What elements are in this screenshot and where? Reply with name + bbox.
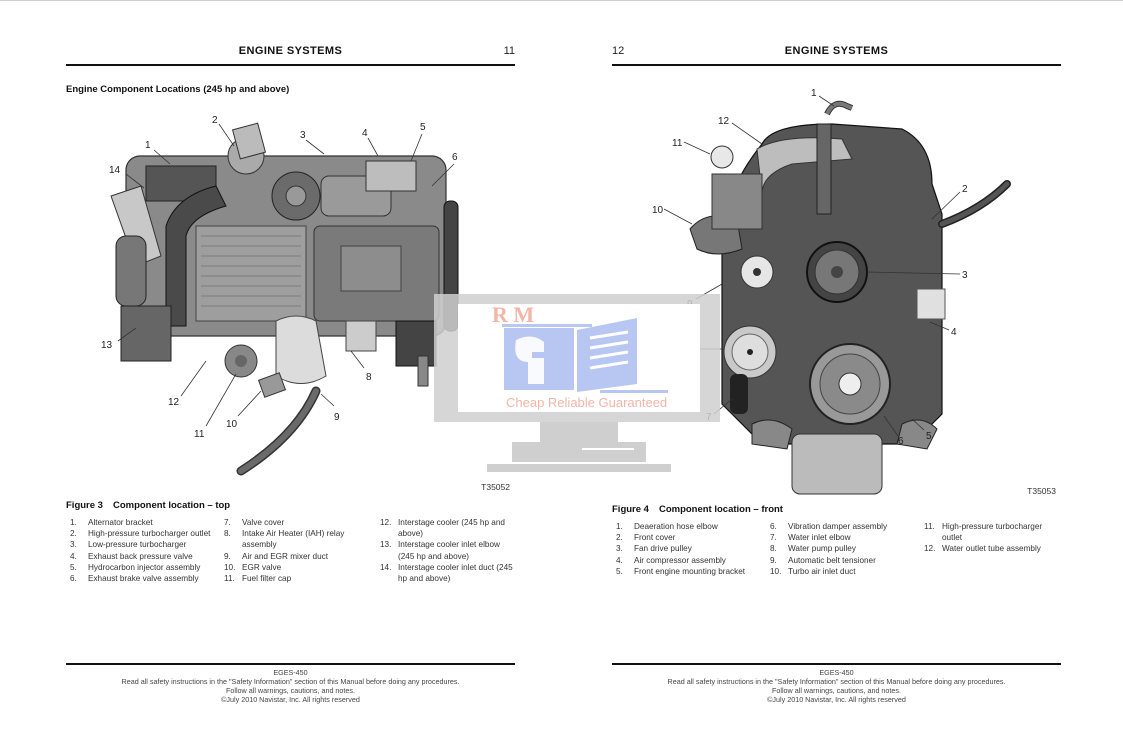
callout-2: 2 xyxy=(212,115,218,126)
callout-6: 6 xyxy=(452,152,458,163)
legend-item: 4.Air compressor assembly xyxy=(616,555,726,565)
legend-item: 6.Exhaust brake valve assembly xyxy=(70,574,199,584)
callout-11: 11 xyxy=(672,138,683,149)
figure-id: T35052 xyxy=(481,482,510,492)
callout-12: 12 xyxy=(168,397,180,408)
safety-notice: Read all safety instructions in the "Saf… xyxy=(121,677,460,686)
legend-item: 11.Fuel filter cap xyxy=(224,574,292,584)
callout-7: 7 xyxy=(470,327,476,338)
callout-1: 1 xyxy=(145,140,151,151)
page-number: 12 xyxy=(612,45,625,57)
viewer-top-border xyxy=(0,0,1123,1)
legend-item: 3.Fan drive pulley xyxy=(616,544,692,554)
callout-10: 10 xyxy=(226,419,238,430)
callout-5: 5 xyxy=(926,431,932,442)
legend-item: 13.Interstage cooler inlet elbow (245 hp… xyxy=(380,540,500,561)
callout-7: 7 xyxy=(706,412,712,423)
legend-column-3: 11.High-pressure turbocharger outlet 12.… xyxy=(920,521,1060,555)
doc-code: EGES-450 xyxy=(273,668,308,677)
footer-rule xyxy=(612,663,1061,665)
page-number: 11 xyxy=(503,45,515,57)
engine-drawing xyxy=(110,122,459,476)
warnings-notice: Follow all warnings, cautions, and notes… xyxy=(771,686,902,695)
page-header: ENGINE SYSTEMS 11 xyxy=(66,45,515,61)
legend-item: 14.Interstage cooler inlet duct (245 hp … xyxy=(380,562,513,584)
legend-item: 7.Valve cover xyxy=(224,518,285,527)
section-title: Engine Component Locations (245 hp and a… xyxy=(66,84,290,95)
callout-2: 2 xyxy=(962,184,968,195)
callout-4: 4 xyxy=(362,128,368,139)
legend-column-3: 12.Interstage cooler (245 hp and above) … xyxy=(376,517,516,584)
legend-item: 5.Hydrocarbon injector assembly xyxy=(70,562,201,572)
legend-column-2: 7.Valve cover 8.Intake Air Heater (IAH) … xyxy=(220,517,370,584)
callout-6: 6 xyxy=(898,436,904,447)
callout-13: 13 xyxy=(101,340,113,351)
header-title: ENGINE SYSTEMS xyxy=(238,45,343,57)
figure-title: Component location – top xyxy=(112,500,231,511)
figure-caption: Figure 3 Component location – top xyxy=(66,500,230,511)
safety-notice: Read all safety instructions in the "Saf… xyxy=(667,677,1006,686)
header-title: ENGINE SYSTEMS xyxy=(784,45,889,57)
engine-front-view-figure: 1 2 3 4 5 6 7 8 9 10 11 12 xyxy=(612,84,1061,499)
legend-item: 12.Interstage cooler (245 hp and above) xyxy=(380,518,505,539)
callout-9: 9 xyxy=(334,412,340,423)
copyright: ©July 2010 Navistar, Inc. All rights res… xyxy=(221,695,360,704)
legend-item: 1.Deaeration hose elbow xyxy=(616,522,718,531)
legend-item: 7.Water inlet elbow xyxy=(770,533,851,543)
legend-item: 2.High-pressure turbocharger outlet xyxy=(70,529,211,539)
callout-3: 3 xyxy=(962,270,968,281)
header-rule xyxy=(612,64,1061,66)
engine-front-illustration: 1 2 3 4 5 6 7 8 9 10 11 12 xyxy=(652,88,1011,495)
copyright: ©July 2010 Navistar, Inc. All rights res… xyxy=(767,695,906,704)
figure-title: Component location – front xyxy=(658,504,783,515)
legend-column-2: 6.Vibration damper assembly 7.Water inle… xyxy=(766,521,916,577)
callout-11: 11 xyxy=(194,429,205,440)
page-footer: EGES-450 Read all safety instructions in… xyxy=(612,663,1061,704)
legend-item: 9.Automatic belt tensioner xyxy=(770,555,876,565)
callout-8: 8 xyxy=(366,372,372,383)
callout-4: 4 xyxy=(951,327,957,338)
page-12: ENGINE SYSTEMS 12 xyxy=(612,0,1061,729)
page-header: ENGINE SYSTEMS 12 xyxy=(612,45,1061,61)
legend-item: 5.Front engine mounting bracket xyxy=(616,566,746,576)
callout-1: 1 xyxy=(811,88,817,99)
engine-drawing xyxy=(689,100,1011,495)
page-footer: EGES-450 Read all safety instructions in… xyxy=(66,663,515,704)
legend-item: 1.Alternator bracket xyxy=(70,518,153,527)
legend-item: 10.Turbo air inlet duct xyxy=(770,566,856,576)
legend-item: 8.Water pump pulley xyxy=(770,544,856,554)
figure-id: T35053 xyxy=(1027,486,1056,496)
callout-14: 14 xyxy=(109,165,121,176)
legend-item: 12.Water outlet tube assembly xyxy=(924,544,1041,554)
footer-rule xyxy=(66,663,515,665)
legend-item: 6.Vibration damper assembly xyxy=(770,522,888,531)
callout-8: 8 xyxy=(685,345,691,356)
legend-item: 2.Front cover xyxy=(616,533,676,543)
legend-item: 11.High-pressure turbocharger outlet xyxy=(924,522,1043,543)
header-rule xyxy=(66,64,515,66)
legend-item: 3.Low-pressure turbocharger xyxy=(70,540,187,550)
warnings-notice: Follow all warnings, cautions, and notes… xyxy=(225,686,356,695)
figure-label: Figure 4 xyxy=(612,504,649,515)
legend-item: 10.EGR valve xyxy=(224,562,282,572)
callout-3: 3 xyxy=(300,130,306,141)
legend-item: 8.Intake Air Heater (IAH) relay assembly xyxy=(224,529,345,550)
callout-9: 9 xyxy=(687,299,693,310)
callout-5: 5 xyxy=(420,122,426,133)
figure-caption: Figure 4 Component location – front xyxy=(612,504,783,515)
legend-column-1: 1.Alternator bracket 2.High-pressure tur… xyxy=(66,517,216,584)
legend-item: 4.Exhaust back pressure valve xyxy=(70,551,193,561)
engine-top-illustration: 1 2 3 4 5 6 7 8 9 10 11 12 13 14 xyxy=(101,115,476,476)
engine-top-view-figure: 1 2 3 4 5 6 7 8 9 10 11 12 13 14 xyxy=(66,106,515,496)
page-11: ENGINE SYSTEMS 11 Engine Component Locat… xyxy=(66,0,515,729)
figure-label: Figure 3 xyxy=(66,500,103,511)
doc-code: EGES-450 xyxy=(819,668,854,677)
legend-item: 9.Air and EGR mixer duct xyxy=(224,551,328,561)
callout-12: 12 xyxy=(718,116,730,127)
legend-column-1: 1.Deaeration hose elbow 2.Front cover 3.… xyxy=(612,521,762,577)
callout-10: 10 xyxy=(652,205,664,216)
